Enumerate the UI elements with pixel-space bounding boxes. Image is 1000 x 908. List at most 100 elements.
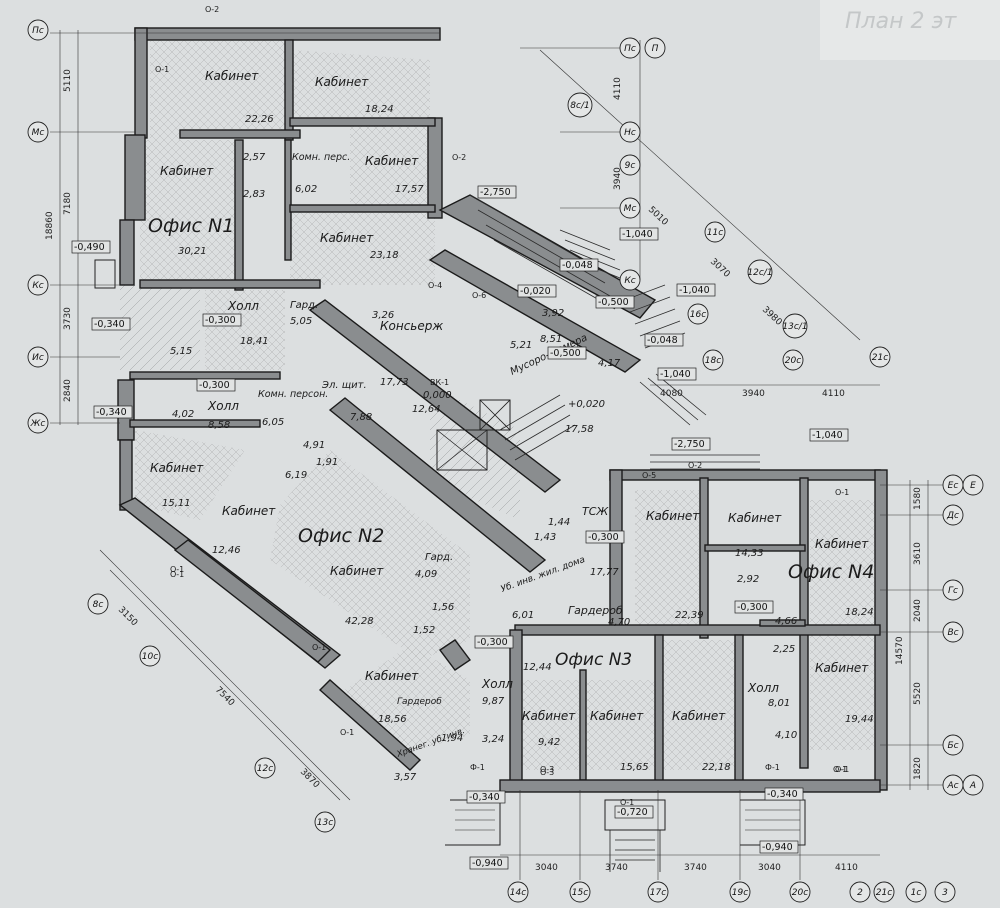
- level-box: [676, 283, 716, 297]
- dim-label: 7180: [63, 192, 73, 215]
- dim-label: 4080: [660, 389, 683, 399]
- axis-circle: [139, 645, 161, 667]
- area-tag: 2,57: [243, 152, 266, 163]
- room-label: Холл: [207, 399, 239, 413]
- room-area: 7,88: [350, 412, 372, 423]
- stairwell: [436, 194, 760, 471]
- axis-bubble: Вс: [942, 621, 964, 643]
- axis-label: 1с: [911, 888, 922, 898]
- axis-circle: [934, 881, 956, 903]
- room-label: Кабинет: [365, 154, 419, 168]
- axis-bubble: Пс: [619, 37, 641, 59]
- axis-label: Вс: [947, 628, 958, 638]
- axis-bubble: 8с/1: [567, 92, 593, 118]
- axis-bubble: Кс: [619, 269, 641, 291]
- axis-circle: [942, 621, 964, 643]
- level-value: -0,048: [647, 335, 678, 346]
- axis-label: Ис: [32, 353, 44, 363]
- axis-bubble: 1с: [905, 881, 927, 903]
- window-tag: О-1: [620, 798, 634, 807]
- axis-circle: [942, 734, 964, 756]
- axis-bubble: 15с: [569, 881, 591, 903]
- level-box: [657, 367, 697, 381]
- axis-label: 12с: [257, 764, 273, 774]
- axis-label: П: [652, 44, 659, 54]
- room-area: 18,24: [365, 104, 394, 115]
- axis-bubble: П: [644, 37, 666, 59]
- area-tag: 1,94: [441, 733, 463, 744]
- level-box: [196, 378, 236, 392]
- room-area: 6,05: [262, 417, 284, 428]
- level-value: -1,040: [812, 430, 843, 441]
- dim-label: 5110: [63, 69, 73, 92]
- area-tag: 4,66: [775, 616, 797, 627]
- room-area: 12,44: [523, 662, 552, 673]
- axis-label: 12с/1: [747, 268, 772, 278]
- axis-circle: [27, 346, 49, 368]
- level-mark: -0,500: [595, 295, 635, 309]
- level-box: [469, 856, 509, 870]
- level-mark: -0,300: [474, 635, 514, 649]
- area-tag: 6,19: [285, 470, 307, 481]
- room-area: 6,01: [512, 610, 534, 621]
- area-tag: 1,56: [432, 602, 454, 613]
- level-mark: -1,040: [657, 367, 697, 381]
- axis-circle: [873, 881, 895, 903]
- window-tag: О-1: [835, 765, 849, 774]
- axis-bubble: Пс: [27, 19, 49, 41]
- room-label: Гард.: [425, 552, 453, 563]
- axis-circle: [619, 121, 641, 143]
- axis-circle: [507, 881, 529, 903]
- level-value: -0,340: [94, 319, 125, 330]
- axis-label: Нс: [624, 128, 636, 138]
- room-label: Гардероб: [568, 604, 623, 617]
- axis-label: 9с: [625, 161, 636, 171]
- axis-circle: [619, 197, 641, 219]
- area-tag: 2,25: [773, 644, 795, 655]
- axis-bubble: Ес: [942, 474, 964, 496]
- axis-label: Бс: [947, 741, 958, 751]
- level-box: [466, 790, 506, 804]
- room-area: 9,87: [482, 696, 505, 707]
- area-tag: 3,92: [542, 308, 564, 319]
- room-label: Комн. персон.: [258, 389, 328, 400]
- room-label: Кабинет: [815, 661, 869, 675]
- level-value: -0,300: [477, 637, 508, 648]
- level-mark: -0,020: [517, 284, 557, 298]
- area-tag: 4,02: [172, 409, 194, 420]
- axis-bubble: 14с: [507, 881, 529, 903]
- axis-label: Кс: [624, 276, 635, 286]
- room-label: Кабинет: [815, 537, 869, 551]
- axis-bubble: Кс: [27, 274, 49, 296]
- axis-bubble: Дс: [942, 504, 964, 526]
- room-label: Кабинет: [205, 69, 259, 83]
- axis-bubble: 16с: [687, 303, 709, 325]
- axis-label: 21с: [876, 888, 892, 898]
- axis-label: Пс: [624, 44, 636, 54]
- axis-circle: [782, 349, 804, 371]
- room-label: Кабинет: [320, 231, 374, 245]
- axis-circle: [27, 412, 49, 434]
- axis-circle: [789, 881, 811, 903]
- axis-bubble: Мс: [619, 197, 641, 219]
- room-area: 14,33: [735, 548, 764, 559]
- axis-circle: [87, 593, 109, 615]
- room-label: Кабинет: [590, 709, 644, 723]
- axis-label: Гс: [948, 586, 958, 596]
- window-tag: О-1: [312, 643, 326, 652]
- area-tag: 2,83: [243, 189, 265, 200]
- axis-label: А: [969, 781, 976, 791]
- axis-bubble: 19с: [729, 881, 751, 903]
- axis-bubble: Бс: [942, 734, 964, 756]
- level-mark: -1,040: [676, 283, 716, 297]
- room-area: 42,28: [345, 616, 374, 627]
- axis-circle: [619, 37, 641, 59]
- area-tag: 3,24: [482, 734, 504, 745]
- room-area: 22,39: [675, 610, 704, 621]
- office-title: Офис N1: [148, 215, 234, 237]
- level-mark: -0,340: [466, 790, 506, 804]
- level-box: [585, 530, 625, 544]
- axis-circle: [942, 504, 964, 526]
